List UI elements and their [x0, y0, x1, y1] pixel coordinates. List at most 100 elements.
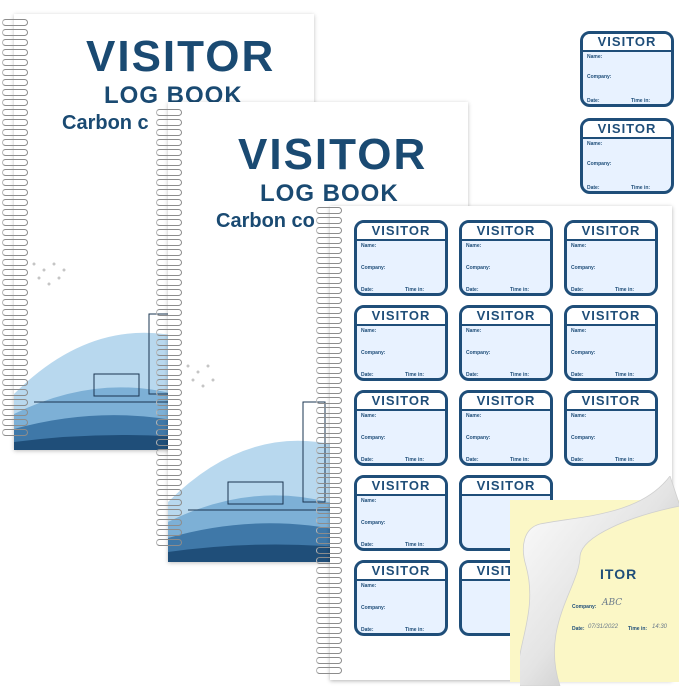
spiral-coil: [314, 396, 344, 404]
sticker-name-label: Name:: [466, 328, 482, 334]
spiral-coil: [0, 128, 30, 136]
sticker-name-label: Name:: [587, 54, 603, 60]
spiral-coil: [0, 308, 30, 316]
spiral-coil: [0, 298, 30, 306]
spiral-binding-sheet: [314, 206, 344, 674]
spiral-coil: [0, 288, 30, 296]
spiral-coil: [314, 536, 344, 544]
spiral-coil: [314, 286, 344, 294]
spiral-coil: [0, 58, 30, 66]
spiral-coil: [154, 268, 184, 276]
spiral-coil: [314, 316, 344, 324]
sticker-header: VISITOR: [357, 393, 445, 411]
spiral-coil: [154, 288, 184, 296]
sticker-company-label: Company:: [571, 350, 596, 356]
spiral-coil: [314, 496, 344, 504]
spiral-coil: [154, 308, 184, 316]
spiral-coil: [314, 476, 344, 484]
spiral-coil: [0, 68, 30, 76]
spiral-coil: [154, 128, 184, 136]
spiral-coil: [0, 408, 30, 416]
spiral-coil: [314, 546, 344, 554]
spiral-coil: [154, 478, 184, 486]
spiral-coil: [0, 358, 30, 366]
carbon-company-label: Company:: [572, 604, 597, 610]
sticker-header: VISITOR: [357, 223, 445, 241]
spiral-coil: [314, 336, 344, 344]
dot-pattern: [186, 364, 215, 388]
spiral-coil: [154, 328, 184, 336]
spiral-coil: [314, 646, 344, 654]
spiral-coil: [0, 258, 30, 266]
spiral-coil: [154, 358, 184, 366]
spiral-coil: [0, 98, 30, 106]
spiral-coil: [314, 516, 344, 524]
spiral-coil: [314, 556, 344, 564]
sticker-date-label: Date:: [361, 457, 374, 463]
sticker-time-label: Time in:: [510, 457, 530, 463]
sticker-name-label: Name:: [571, 328, 587, 334]
spiral-coil: [314, 206, 344, 214]
spiral-coil: [0, 148, 30, 156]
spiral-coil: [154, 488, 184, 496]
sticker-date-label: Date:: [587, 185, 600, 191]
spiral-coil: [0, 238, 30, 246]
sticker-date-label: Date:: [466, 372, 479, 378]
sticker-date-label: Date:: [571, 372, 584, 378]
spiral-coil: [0, 178, 30, 186]
sticker-name-label: Name:: [466, 243, 482, 249]
sticker-name-label: Name:: [571, 243, 587, 249]
sticker-company-label: Company:: [466, 435, 491, 441]
spiral-coil: [0, 188, 30, 196]
spiral-coil: [0, 118, 30, 126]
spiral-coil: [314, 416, 344, 424]
book-carbon-text: Carbon co: [216, 210, 315, 232]
spiral-coil: [154, 208, 184, 216]
spiral-coil: [314, 486, 344, 494]
spiral-coil: [154, 248, 184, 256]
carbon-time-label: Time in:: [628, 626, 648, 632]
loose-sticker-2: VISITOR Name: Company: Date: Time in:: [580, 118, 674, 194]
spiral-coil: [0, 318, 30, 326]
spiral-coil: [154, 368, 184, 376]
spiral-coil: [314, 626, 344, 634]
spiral-coil: [0, 138, 30, 146]
sticker-header: VISITOR: [462, 308, 550, 326]
spiral-coil: [154, 438, 184, 446]
spiral-coil: [154, 148, 184, 156]
spiral-coil: [154, 138, 184, 146]
spiral-coil: [0, 78, 30, 86]
spiral-coil: [0, 108, 30, 116]
sticker-date-label: Date:: [571, 287, 584, 293]
spiral-coil: [0, 168, 30, 176]
spiral-coil: [314, 566, 344, 574]
sticker-name-label: Name:: [571, 413, 587, 419]
spiral-coil: [314, 426, 344, 434]
spiral-coil: [314, 216, 344, 224]
sticker-name-label: Name:: [361, 243, 377, 249]
loose-sticker-1: VISITOR Name: Company: Date: Time in:: [580, 31, 674, 107]
page-curl: [520, 476, 679, 686]
spiral-coil: [154, 468, 184, 476]
sticker-company-label: Company:: [361, 265, 386, 271]
spiral-coil: [154, 168, 184, 176]
spiral-coil: [314, 246, 344, 254]
sticker-name-label: Name:: [361, 498, 377, 504]
sticker-company-label: Company:: [571, 435, 596, 441]
spiral-coil: [0, 428, 30, 436]
spiral-coil: [314, 366, 344, 374]
sticker-time-label: Time in:: [615, 287, 635, 293]
sticker-company-label: Company:: [466, 350, 491, 356]
sticker-date-label: Date:: [466, 457, 479, 463]
spiral-coil: [0, 48, 30, 56]
carbon-date-value: 07/31/2022: [588, 624, 619, 630]
spiral-coil: [314, 306, 344, 314]
spiral-coil: [314, 346, 344, 354]
sticker-header: VISITOR: [462, 478, 550, 496]
spiral-coil: [154, 118, 184, 126]
